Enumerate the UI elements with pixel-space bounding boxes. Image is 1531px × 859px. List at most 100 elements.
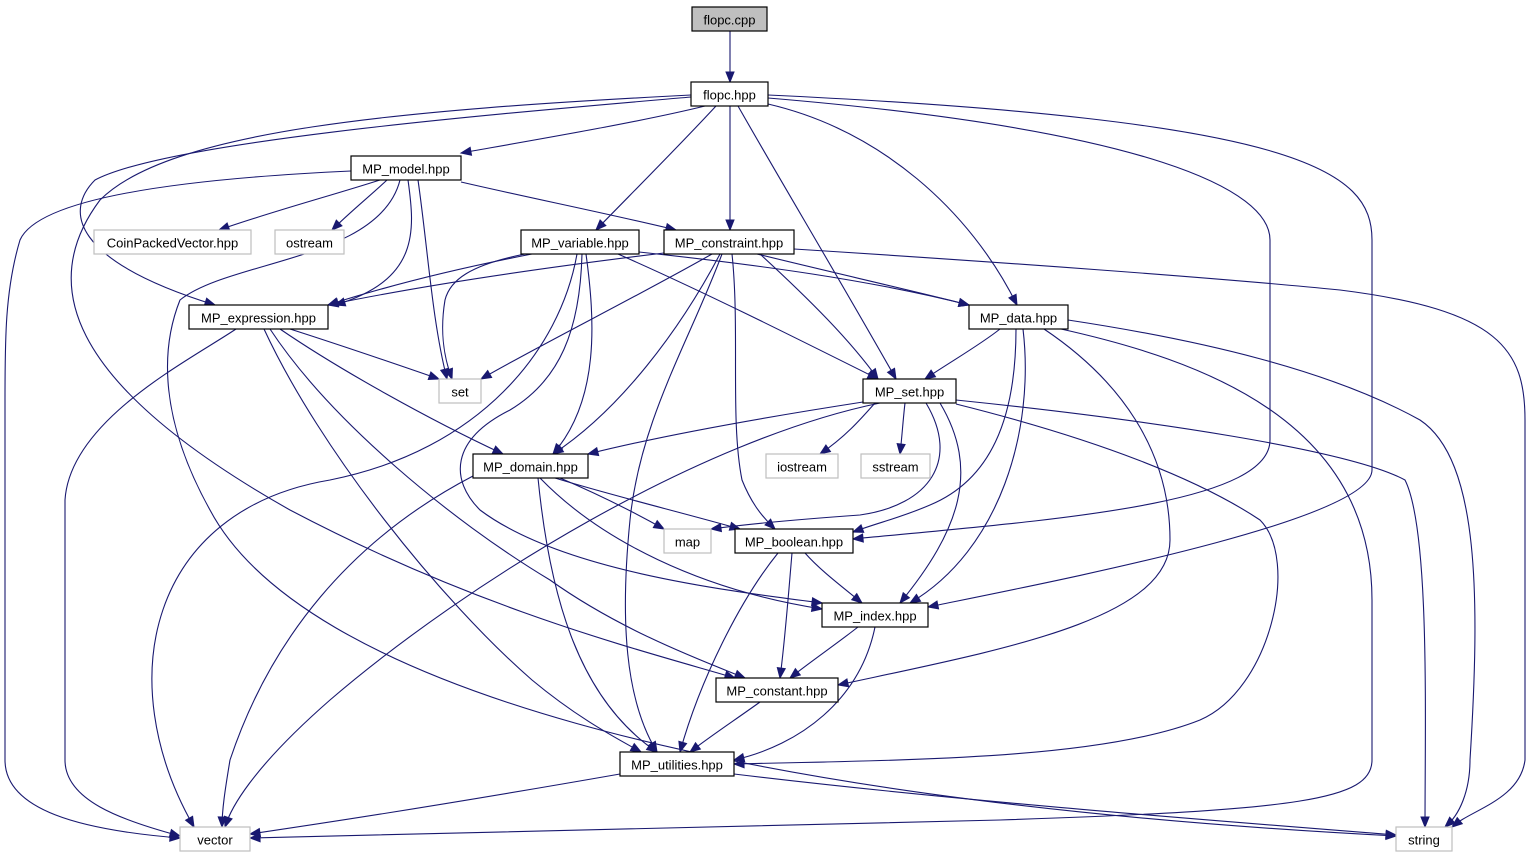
edge-arrowhead	[908, 593, 922, 604]
node-flopc-cpp[interactable]: flopc.cpp	[691, 6, 768, 32]
node-box	[663, 229, 795, 255]
edge-arrowhead	[810, 602, 824, 613]
node-label: ostream	[286, 236, 333, 251]
node-box	[472, 453, 589, 479]
edge-line	[224, 402, 881, 828]
node-map: map	[663, 528, 712, 554]
edge-mp-domain-to-vector	[217, 475, 474, 829]
edge-mp-data-to-vector	[248, 328, 1373, 843]
node-mp-data[interactable]: MP_data.hpp	[968, 304, 1069, 330]
edge-line	[539, 477, 823, 610]
edge-arrowhead	[479, 369, 493, 380]
edge-line	[617, 253, 879, 380]
node-mp-constraint[interactable]: MP_constraint.hpp	[663, 229, 795, 255]
edge-mp-constraint-to-mp-utilities	[624, 253, 723, 754]
edge-mp-set-to-mp-index	[899, 402, 962, 605]
node-box	[1395, 826, 1453, 852]
edge-mp-boolean-to-mp-index	[804, 552, 864, 604]
edge-flopc-hpp-to-mp-boolean	[767, 97, 1271, 543]
node-mp-utilities[interactable]: MP_utilities.hpp	[619, 751, 735, 777]
edge-arrowhead	[1420, 816, 1430, 829]
edge-line	[767, 94, 1373, 608]
edge-arrowhead	[248, 827, 262, 838]
node-layer: flopc.cppflopc.hppMP_model.hppCoinPacked…	[93, 6, 1453, 852]
node-label: sstream	[872, 460, 918, 475]
edge-arrowhead	[629, 742, 643, 753]
edge-mp-data-to-mp-set	[923, 328, 1001, 380]
edge-mp-index-to-mp-utilities	[732, 626, 876, 763]
edge-mp-set-to-mp-utilities	[732, 403, 1279, 769]
node-mp-index[interactable]: MP_index.hpp	[821, 602, 929, 628]
node-box	[350, 155, 462, 181]
edge-line	[249, 328, 1373, 839]
edge-line	[559, 477, 665, 530]
edge-line	[221, 475, 474, 828]
edge-line	[327, 253, 533, 306]
node-flopc-hpp[interactable]: flopc.hpp	[690, 81, 769, 107]
node-mp-expression[interactable]: MP_expression.hpp	[188, 304, 329, 330]
edge-line	[793, 248, 1526, 828]
edge-line	[4, 170, 352, 839]
node-box	[715, 677, 839, 703]
edge-line	[587, 401, 864, 455]
edge-arrowhead	[459, 146, 473, 156]
edge-line	[899, 402, 962, 604]
edge-arrowhead	[678, 740, 688, 754]
edge-mp-utilities-to-vector	[248, 773, 621, 838]
edge-line	[249, 773, 621, 835]
node-box	[734, 528, 854, 554]
edge-mp-variable-to-set	[442, 253, 526, 381]
node-mp-constant[interactable]: MP_constant.hpp	[715, 677, 839, 703]
edge-arrowhead	[851, 533, 864, 543]
node-box	[619, 751, 735, 777]
edge-flopc-hpp-to-mp-data	[767, 103, 1018, 307]
edge-mp-model-to-mp-constraint	[460, 181, 678, 233]
edge-mp-domain-to-map	[559, 477, 666, 530]
node-mp-boolean[interactable]: MP_boolean.hpp	[734, 528, 854, 554]
node-box	[821, 602, 929, 628]
edge-line	[279, 328, 504, 455]
edge-line	[955, 399, 1426, 828]
node-box	[968, 304, 1069, 330]
node-box	[179, 826, 251, 852]
node-sstream: sstream	[860, 453, 931, 479]
edge-flopc-hpp-to-mp-index	[767, 94, 1373, 610]
edge-line	[459, 253, 823, 604]
node-label: vector	[197, 833, 233, 848]
edge-line	[737, 105, 897, 380]
node-label: MP_model.hpp	[362, 162, 449, 177]
edge-flopc-hpp-to-mp-constraint	[725, 106, 735, 232]
edge-line	[460, 181, 677, 231]
edge-line	[638, 251, 970, 306]
edge-line	[327, 252, 665, 306]
node-mp-variable[interactable]: MP_variable.hpp	[520, 229, 640, 255]
node-string: string	[1395, 826, 1453, 852]
node-box	[520, 229, 640, 255]
node-box	[93, 229, 252, 255]
edge-line	[804, 552, 863, 604]
edge-arrowhead	[1385, 829, 1398, 839]
edge-arrowhead	[867, 367, 879, 381]
edge-flopc-hpp-to-mp-set	[737, 105, 897, 381]
node-mp-model[interactable]: MP_model.hpp	[350, 155, 462, 181]
edge-line	[537, 477, 658, 753]
node-mp-set[interactable]: MP_set.hpp	[862, 378, 957, 404]
edge-arrowhead	[788, 667, 802, 679]
node-box	[862, 378, 957, 404]
edge-arrowhead	[733, 669, 747, 679]
node-label: MP_data.hpp	[980, 311, 1057, 326]
edge-arrowhead	[818, 444, 832, 455]
node-label: set	[451, 385, 469, 400]
edge-mp-index-to-mp-constant	[788, 626, 859, 679]
edge-line	[852, 328, 1017, 533]
edge-mp-constraint-to-mp-data	[756, 253, 971, 308]
edge-arrowhead	[923, 369, 937, 380]
node-label: MP_boolean.hpp	[745, 535, 843, 550]
edge-line	[733, 403, 1279, 765]
edge-line	[756, 253, 970, 306]
node-label: MP_utilities.hpp	[631, 758, 723, 773]
edge-arrowhead	[168, 828, 182, 838]
edge-mp-data-to-string	[1067, 319, 1476, 828]
node-mp-domain[interactable]: MP_domain.hpp	[472, 453, 589, 479]
edge-line	[789, 626, 859, 679]
